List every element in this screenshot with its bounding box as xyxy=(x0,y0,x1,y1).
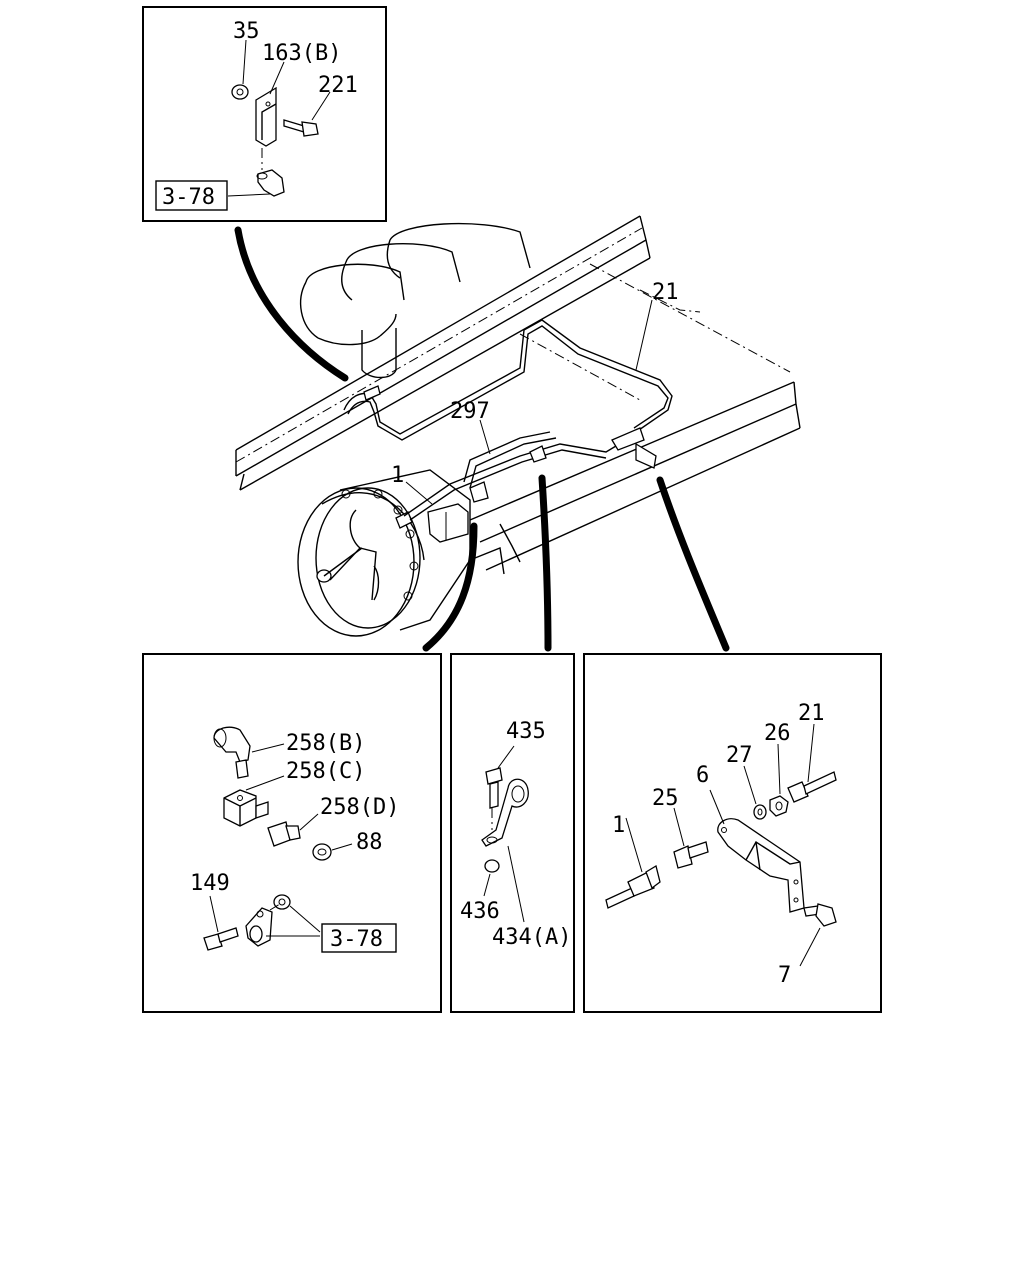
leader-bottom-left xyxy=(422,522,478,652)
callout-258c: 258(C) xyxy=(286,759,365,784)
leader-bottom-right xyxy=(656,476,730,652)
callout-88: 88 xyxy=(356,830,383,855)
callout-6: 6 xyxy=(696,763,709,788)
fitting-25 xyxy=(673,807,709,869)
air-tanks xyxy=(299,222,531,379)
callout-221: 221 xyxy=(318,73,358,98)
nut-436 xyxy=(483,859,500,897)
transmission xyxy=(297,469,505,637)
washer-27 xyxy=(743,765,767,820)
callout-1-detail: 1 xyxy=(612,813,625,838)
sensor-block xyxy=(395,503,469,543)
main-assembly: 21 297 1 xyxy=(235,215,801,637)
ref-box-3-78-bottom xyxy=(321,923,397,953)
leader-bottom-middle xyxy=(538,474,552,652)
nipple-258d xyxy=(267,813,319,847)
bracket-163b xyxy=(255,61,285,147)
nut-26 xyxy=(769,743,789,817)
callout-21-main: 21 xyxy=(652,280,679,305)
callout-7: 7 xyxy=(778,963,791,988)
detail-box-bottom-left: 258(B) 258(C) 258(D) 88 149 3-78 xyxy=(142,653,442,1013)
callout-436: 436 xyxy=(460,899,500,924)
tee-258c xyxy=(223,775,285,827)
washer-88 xyxy=(312,843,353,861)
callout-25: 25 xyxy=(652,786,679,811)
callout-435: 435 xyxy=(506,719,546,744)
clip-bottom-left xyxy=(245,894,321,947)
leader-line-21 xyxy=(635,299,653,371)
bracket-6 xyxy=(709,789,805,913)
callout-258b: 258(B) xyxy=(286,731,365,756)
callout-434a: 434(A) xyxy=(492,925,571,950)
callout-1-main: 1 xyxy=(391,463,404,488)
callout-35: 35 xyxy=(233,19,260,44)
sensor-1 xyxy=(605,817,661,909)
detail-box-top-left: 35 163(B) 221 3-78 xyxy=(142,6,387,222)
ref-label-3-78-top: 3-78 xyxy=(162,185,215,210)
callout-149: 149 xyxy=(190,871,230,896)
leader-line-297 xyxy=(479,419,491,455)
leader-line-1 xyxy=(405,481,433,505)
harness-297 xyxy=(403,431,617,521)
bolt-21 xyxy=(787,723,837,803)
elbow-258b xyxy=(213,726,285,779)
callout-27: 27 xyxy=(726,743,753,768)
detail-box-bottom-middle: 435 436 434(A) xyxy=(450,653,575,1013)
ref-box-3-78-top xyxy=(155,180,228,211)
ref-label-3-78-bottom: 3-78 xyxy=(330,927,383,952)
pipe-21 xyxy=(343,319,673,469)
bolt-149 xyxy=(203,895,239,951)
callout-163b: 163(B) xyxy=(262,41,341,66)
bolt-7 xyxy=(799,903,837,967)
clip-434a xyxy=(481,778,529,923)
callout-258d: 258(D) xyxy=(320,795,399,820)
clip-part xyxy=(227,148,285,197)
bolt-435 xyxy=(485,745,515,809)
bolt-221 xyxy=(283,91,331,137)
leader-top-left xyxy=(234,226,349,382)
frame-rail-upper xyxy=(235,215,651,491)
frame-rail-lower xyxy=(469,263,801,571)
nut-35 xyxy=(231,39,249,100)
detail-box-bottom-right: 21 26 27 6 25 1 7 xyxy=(583,653,882,1013)
callout-21-detail: 21 xyxy=(798,701,825,726)
callout-297: 297 xyxy=(450,399,490,424)
callout-26: 26 xyxy=(764,721,791,746)
